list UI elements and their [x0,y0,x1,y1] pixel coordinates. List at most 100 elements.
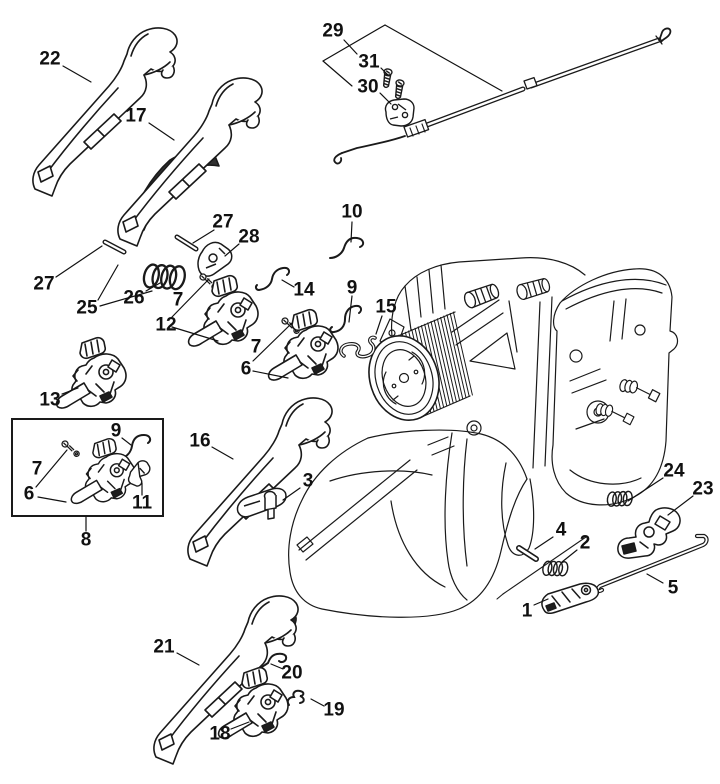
label-6-1-leader [252,322,293,362]
label-6-1-leader [252,370,289,379]
handle-molding-17-line [182,179,190,187]
throttle-trigger-13 [55,336,127,409]
throttle-lever-1 [541,582,600,615]
screw-31-a [381,67,394,89]
part-label-27-left: 27 [33,274,54,295]
label-23-leader [667,495,694,516]
label-12-leader [171,326,219,342]
crankcase [551,268,679,506]
drum-rib [443,315,464,400]
cable-clamp-30 [384,98,415,127]
starter-drum [368,311,473,422]
handle-molding-22-line [83,113,122,150]
assembly-axis-lines [496,536,587,600]
handle-molding-22-line [37,165,54,183]
drum-rib [427,322,448,407]
handle-molding-17-line [228,111,256,126]
spring-clip-19 [286,689,305,706]
part-label-31: 31 [358,52,380,73]
label-5-leader [646,573,664,584]
spring-link-10 [329,236,365,259]
part-label-4: 4 [556,520,567,541]
label-9-2-leader [121,437,132,446]
part-label-27-right: 27 [212,212,233,233]
handle-molding-17 [117,77,263,247]
drum-rib [436,318,457,403]
part-label-28: 28 [238,227,259,248]
label-31-leader [380,67,389,76]
throttle-rod-15 [339,335,377,359]
part-label-7-2: 7 [251,337,262,358]
spring-2 [540,556,570,581]
handle-moldings [32,27,333,765]
drum-rib [440,316,461,401]
rear-handle-housing [288,437,528,618]
spring-links [113,236,365,706]
part-label-29: 29 [322,21,343,42]
part-label-25: 25 [76,298,98,319]
part-label-6-2: 6 [24,484,35,505]
av-buffer-left [461,281,502,310]
handle-molding-17-line [122,215,139,233]
cylinder-block [390,257,586,337]
handle-molding-17-line [168,163,207,200]
label-26-leader [145,282,161,292]
screw-31-b [393,78,406,100]
leader-lines [35,24,694,730]
label-22-leader [62,65,92,83]
part-label-19: 19 [323,700,344,721]
av-buffer-right [514,276,552,302]
handle-molding-22-line [130,33,149,57]
front-post [501,462,535,556]
part-label-22: 22 [39,49,60,70]
part-label-15: 15 [375,297,397,318]
part-label-9-1: 9 [347,278,358,299]
handle-molding-21-line [251,601,270,625]
handle-molding-16-line [192,535,209,553]
part-label-9-2: 9 [111,421,122,442]
handle-molding-22-line [45,87,119,175]
drum-rib [433,319,454,404]
carb-adjust-screw-upper [619,379,661,403]
handle-molding-17-line [117,77,263,247]
part-label-30: 30 [357,77,378,98]
handle-molding-21-line [204,681,243,718]
label-27-left-leader [55,245,103,278]
handle-molding-22 [32,27,178,197]
throttle-cable-29 [333,27,672,165]
label-27-right-leader [192,229,215,244]
part-label-11: 11 [132,493,153,514]
part-label-13: 13 [39,390,60,411]
cable-ferrule [523,76,538,90]
label-16-leader [211,446,234,460]
label-29-leader [322,60,353,87]
label-29-leader [343,39,358,55]
drum-rib [452,311,473,396]
handle-molding-17-line [245,115,260,129]
label-25-leader [99,290,153,307]
label-13-leader [61,387,79,395]
label-2-leader [561,549,578,563]
label-30-leader [379,92,392,105]
part-label-14: 14 [293,280,315,301]
label-12-leader [171,278,210,318]
handle-molding-16-line [315,435,330,449]
chainsaw-powerhead-illustration [271,257,679,633]
part-label-3: 3 [303,471,314,492]
label-21-leader [176,652,200,666]
handle-molding-21 [153,595,299,765]
label-4-leader [534,536,554,550]
label-24-leader [627,477,664,502]
spring-link-14 [254,266,291,292]
part-label-16: 16 [189,431,210,452]
handlebar-tube [298,459,418,561]
drum-rib [446,314,467,399]
pin-4 [516,545,539,562]
label-29-leader [384,24,503,92]
handle-molding-22-line [160,65,175,79]
handle-molding-21-line [264,629,292,644]
handle-molding-21-line [166,655,240,743]
part-label-26: 26 [123,288,144,309]
